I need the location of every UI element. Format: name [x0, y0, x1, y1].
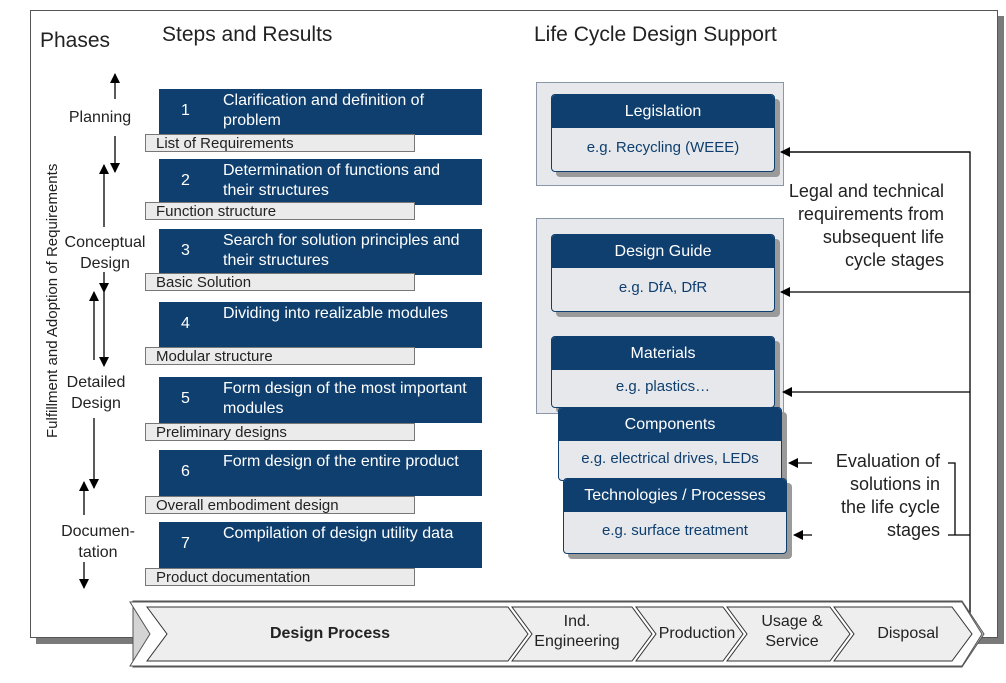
header-support: Life Cycle Design Support [534, 23, 777, 46]
note-eval-line1: Evaluation of [835, 451, 940, 471]
box-materials-example: e.g. plastics… [615, 378, 711, 395]
box-technologies: Technologies / Processes e.g. surface tr… [563, 478, 787, 554]
step-text: Dividing into realizable modules [223, 305, 449, 322]
label-ind-line1: Ind. [563, 613, 591, 630]
note-legal-line4: cycle stages [844, 250, 944, 270]
phase-planning: Planning [60, 107, 140, 128]
step-4: 4 Dividing into realizable modules [159, 302, 482, 348]
box-materials-title: Materials [552, 337, 774, 370]
box-components-example: e.g. electrical drives, LEDs [581, 450, 759, 467]
label-usage-line2: Service [765, 633, 819, 650]
box-legislation-title: Legislation [552, 95, 774, 128]
note-legal-line3: subsequent life [822, 227, 944, 247]
header-phases: Phases [40, 29, 111, 52]
chevron-disposal [833, 606, 973, 662]
step-1: 1 Clarification and definition of problem [159, 89, 482, 135]
step-text: Clarification and definition of problem [223, 92, 425, 129]
header-steps: Steps and Results [162, 23, 333, 46]
step-number: 4 [181, 315, 190, 332]
box-components-title: Components [559, 408, 781, 441]
phase-conceptual: Conceptual Design [57, 232, 153, 274]
step-number: 1 [181, 102, 190, 119]
phase-planning-text: Planning [68, 109, 132, 126]
result-5: Preliminary designs [145, 423, 415, 441]
note-eval-line3: the life cycle [840, 497, 940, 517]
note-eval-line2: solutions in [849, 474, 940, 494]
label-ind-line2: Engineering [534, 633, 620, 650]
box-design-guide-example: e.g. DfA, DfR [618, 279, 708, 296]
step-6: 6 Form design of the entire product [159, 450, 482, 496]
step-7: 7 Compilation of design utility data [159, 522, 482, 568]
label-production: Production [658, 625, 736, 642]
step-5: 5 Form design of the most important modul… [159, 377, 482, 423]
phase-conceptual-line1: Conceptual [64, 234, 146, 251]
result-3: Basic Solution [145, 273, 415, 291]
chevron-design-process [146, 606, 529, 662]
phase-detailed-line2: Design [71, 395, 121, 412]
box-technologies-example: e.g. surface treatment [602, 522, 748, 539]
result-2: Function structure [145, 202, 415, 220]
step-number: 5 [181, 390, 190, 407]
phase-conceptual-line2: Design [80, 255, 130, 272]
phase-detailed-line1: Detailed [66, 374, 126, 391]
step-text: Form design of the entire product [223, 453, 459, 470]
chevron-ind-engineering [511, 606, 653, 662]
step-text: Form design of the most important module… [223, 380, 467, 417]
feedback-connectors [780, 147, 971, 635]
step-number: 6 [181, 463, 190, 480]
label-usage-line1: Usage & [761, 613, 823, 630]
result-7: Product documentation [145, 568, 415, 586]
step-2: 2 Determination of functions and their st… [159, 159, 482, 205]
chevron-production [635, 606, 744, 662]
step-text: Compilation of design utility data [223, 525, 454, 542]
process-bar [129, 600, 985, 668]
label-design-process: Design Process [269, 625, 391, 642]
step-text: Search for solution principles and their… [223, 232, 460, 269]
step-3: 3 Search for solution principles and thei… [159, 229, 482, 275]
line-eval-bracket [948, 462, 956, 535]
box-legislation-example: e.g. Recycling (WEEE) [586, 139, 740, 156]
box-legislation: Legislation e.g. Recycling (WEEE) [551, 94, 775, 172]
note-evaluation: Evaluation of solutions in the life cycl… [790, 450, 940, 542]
step-number: 7 [181, 535, 190, 552]
step-number: 2 [181, 172, 190, 189]
note-legal-line1: Legal and technical [788, 181, 944, 201]
phase-documentation: Documen- tation [53, 521, 143, 563]
step-number: 3 [181, 242, 190, 259]
note-legal-line2: requirements from [797, 204, 944, 224]
box-design-guide-title: Design Guide [552, 235, 774, 268]
note-eval-line4: stages [886, 520, 940, 540]
phase-documentation-line2: tation [78, 544, 118, 561]
line-main-riser [781, 151, 971, 635]
phase-arrows [79, 73, 120, 589]
label-ind-engineering: Ind. Engineering [522, 612, 632, 652]
box-design-guide: Design Guide e.g. DfA, DfR [551, 234, 775, 312]
note-legal-requirements: Legal and technical requirements from su… [740, 180, 944, 272]
label-usage-service: Usage & Service [742, 612, 842, 652]
result-1: List of Requirements [145, 134, 415, 152]
label-disposal: Disposal [877, 625, 939, 642]
phase-detailed: Detailed Design [56, 372, 136, 414]
step-text: Determination of functions and their str… [223, 162, 441, 199]
result-6: Overall embodiment design [145, 496, 415, 514]
box-components: Components e.g. electrical drives, LEDs [558, 407, 782, 481]
box-technologies-title: Technologies / Processes [564, 479, 786, 512]
result-4: Modular structure [145, 347, 415, 365]
chevron-usage-service [726, 606, 851, 662]
phase-documentation-line1: Documen- [61, 523, 135, 540]
